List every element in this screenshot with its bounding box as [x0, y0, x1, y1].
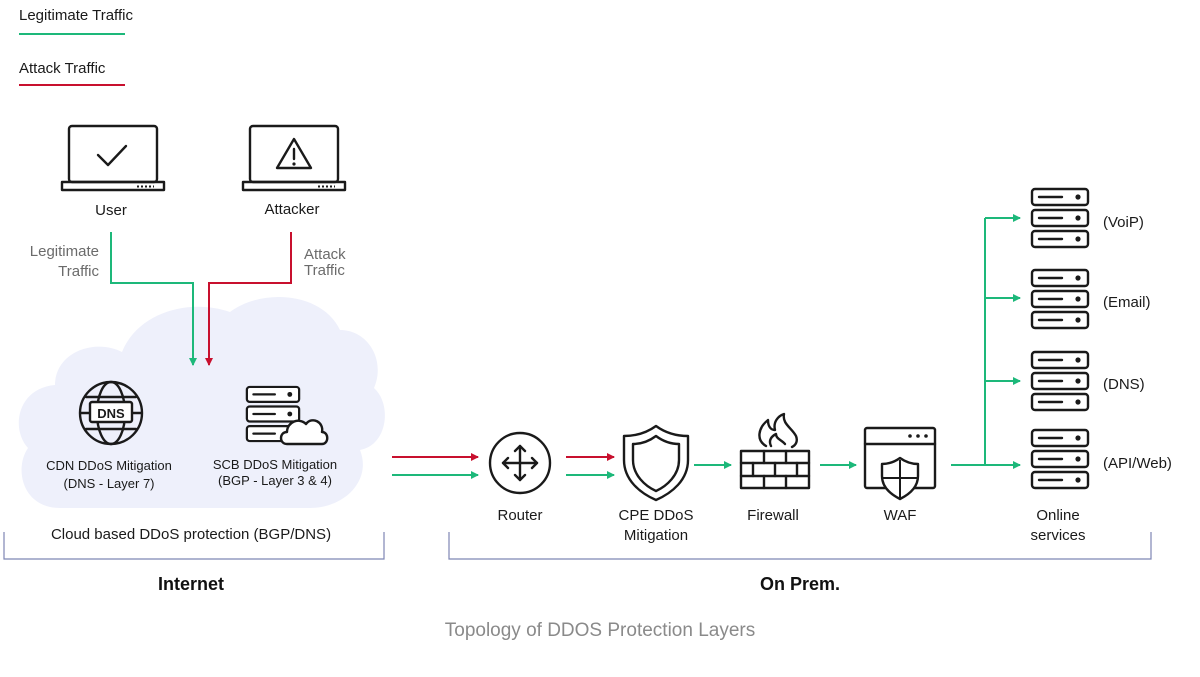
legend: Legitimate Traffic Attack Traffic — [19, 7, 133, 86]
service-label-api-web: (API/Web) — [1103, 455, 1172, 472]
waf-icon — [863, 426, 937, 501]
scb-mitigation-line1: SCB DDoS Mitigation — [213, 457, 337, 472]
online-services-label-line1: Online — [1036, 507, 1079, 524]
legit-flow-label-line1: Legitimate — [30, 243, 99, 260]
diagram-caption: Topology of DDOS Protection Layers — [445, 620, 756, 641]
voip-server-icon — [1030, 187, 1090, 249]
legend-legitimate-label: Legitimate Traffic — [19, 7, 133, 24]
attack-flow-label-line2: Traffic — [304, 262, 345, 279]
firewall-icon — [739, 412, 811, 490]
firewall-label: Firewall — [747, 507, 799, 524]
user-laptop-icon — [60, 124, 166, 192]
dns-badge-text: DNS — [97, 406, 125, 421]
scb-server-cloud-icon — [245, 385, 329, 446]
attacker-label: Attacker — [264, 201, 319, 218]
router-icon — [488, 431, 552, 495]
internet-section-title: Internet — [158, 574, 224, 594]
api-web-server-icon — [1030, 428, 1090, 490]
legit-flow-label-line2: Traffic — [58, 263, 99, 280]
legend-attack-label: Attack Traffic — [19, 60, 106, 77]
user-label: User — [95, 202, 127, 219]
dns-globe-icon: DNS — [78, 380, 144, 446]
cpe-label-line1: CPE DDoS — [618, 507, 693, 524]
legitimate-flow-arrow — [110, 232, 197, 366]
cdn-mitigation-line2: (DNS - Layer 7) — [63, 476, 154, 491]
cdn-mitigation-line1: CDN DDoS Mitigation — [46, 458, 172, 473]
router-label: Router — [497, 507, 542, 524]
cpe-label-line2: Mitigation — [624, 527, 688, 544]
waf-label: WAF — [884, 507, 917, 524]
online-services-label-line2: services — [1030, 527, 1085, 544]
service-label-voip: (VoiP) — [1103, 214, 1144, 231]
shield-icon — [622, 424, 690, 502]
internet-bracket — [3, 532, 385, 560]
scb-mitigation-line2: (BGP - Layer 3 & 4) — [218, 473, 332, 488]
dns-server-icon — [1030, 350, 1090, 412]
service-label-email: (Email) — [1103, 294, 1151, 311]
email-server-icon — [1030, 268, 1090, 330]
cloud-shape — [18, 297, 385, 508]
attacker-laptop-icon — [241, 124, 347, 192]
attack-flow-label-line1: Attack — [304, 246, 346, 263]
cloud-protection-label: Cloud based DDoS protection (BGP/DNS) — [51, 526, 331, 543]
service-label-dns: (DNS) — [1103, 376, 1145, 393]
onprem-bracket — [448, 532, 1152, 560]
attack-flow-arrow — [205, 232, 292, 366]
onprem-section-title: On Prem. — [760, 574, 840, 594]
